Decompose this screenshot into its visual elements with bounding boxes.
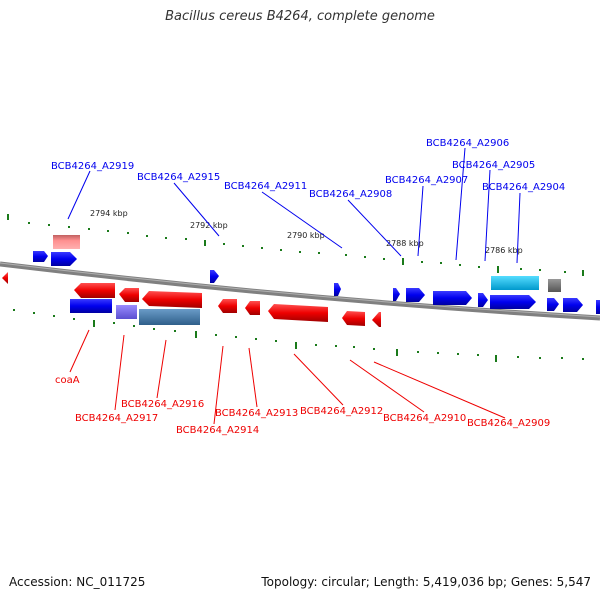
gene-forward[interactable] — [393, 288, 400, 301]
top-leader-lines — [67, 147, 521, 264]
gene-label[interactable]: BCB4264_A2909 — [467, 418, 550, 429]
gene-label[interactable]: BCB4264_A2904 — [482, 182, 565, 193]
reverse-genes — [2, 272, 381, 327]
gene-label[interactable]: BCB4264_A2908 — [309, 189, 392, 200]
gene-a2904[interactable] — [491, 276, 539, 290]
gene-forward[interactable] — [33, 251, 48, 262]
gene-a2919[interactable] — [53, 235, 80, 249]
gene-forward[interactable] — [563, 298, 583, 312]
top-labels: BCB4264_A2919 BCB4264_A2915 BCB4264_A291… — [51, 138, 565, 200]
forward-genes — [33, 235, 600, 314]
ruler-label: 2790 kbp — [287, 231, 325, 240]
gene-label[interactable]: BCB4264_A2906 — [426, 138, 509, 149]
gene-label[interactable]: BCB4264_A2914 — [176, 425, 259, 436]
gene-label[interactable]: BCB4264_A2915 — [137, 172, 220, 183]
gene-forward[interactable] — [547, 298, 559, 311]
gene-label[interactable]: BCB4264_A2916 — [121, 399, 204, 410]
gene-label[interactable]: BCB4264_A2905 — [452, 160, 535, 171]
gene-label[interactable]: coaA — [55, 375, 80, 386]
gene-coaA[interactable] — [74, 283, 115, 298]
gene-a2906[interactable] — [433, 291, 472, 305]
gene-a2907[interactable] — [406, 288, 425, 302]
gene-label[interactable]: BCB4264_A2910 — [383, 413, 466, 424]
kbp-ruler: 2794 kbp 2792 kbp 2790 kbp 2788 kbp 2786… — [90, 209, 523, 255]
ruler-label: 2794 kbp — [90, 209, 128, 218]
gene-a2912[interactable] — [268, 304, 328, 322]
gene-reverse[interactable] — [2, 272, 8, 284]
gene-label[interactable]: BCB4264_A2912 — [300, 406, 383, 417]
ruler-label: 2788 kbp — [386, 239, 424, 248]
gene-label[interactable]: BCB4264_A2911 — [224, 181, 307, 192]
gene-a2916-b[interactable] — [139, 309, 200, 325]
gene-a2911[interactable] — [334, 283, 341, 296]
gene-a2917-b[interactable] — [116, 305, 137, 319]
gene-forward[interactable] — [210, 270, 219, 283]
gene-a2914[interactable] — [218, 299, 237, 313]
ruler-label: 2792 kbp — [190, 221, 228, 230]
gene-forward[interactable] — [51, 252, 77, 266]
tick-row-bottom — [13, 309, 584, 362]
genome-backbone — [0, 261, 600, 321]
accession-text: Accession: NC_011725 — [9, 575, 146, 589]
gene-forward[interactable] — [70, 299, 112, 313]
bottom-leader-lines — [69, 329, 506, 425]
gene-forward[interactable] — [596, 300, 600, 314]
gene-label[interactable]: BCB4264_A2907 — [385, 175, 468, 186]
tick-row-top — [7, 214, 584, 276]
genome-summary: Topology: circular; Length: 5,419,036 bp… — [261, 575, 591, 589]
gene-a2916[interactable] — [142, 291, 202, 308]
gene-label[interactable]: BCB4264_A2917 — [75, 413, 158, 424]
gene-a2913[interactable] — [245, 301, 260, 315]
gene-a2909[interactable] — [372, 312, 381, 327]
gene-a2905[interactable] — [478, 293, 488, 307]
gene-gray[interactable] — [548, 279, 561, 292]
bottom-labels: coaA BCB4264_A2917 BCB4264_A2916 BCB4264… — [55, 375, 550, 436]
gene-a2917[interactable] — [119, 288, 139, 302]
gene-a2910[interactable] — [342, 311, 365, 326]
ruler-label: 2786 kbp — [485, 246, 523, 255]
gene-label[interactable]: BCB4264_A2913 — [215, 408, 298, 419]
page-title: Bacillus cereus B4264, complete genome — [165, 9, 435, 24]
gene-label[interactable]: BCB4264_A2919 — [51, 161, 134, 172]
gene-forward[interactable] — [490, 295, 536, 309]
